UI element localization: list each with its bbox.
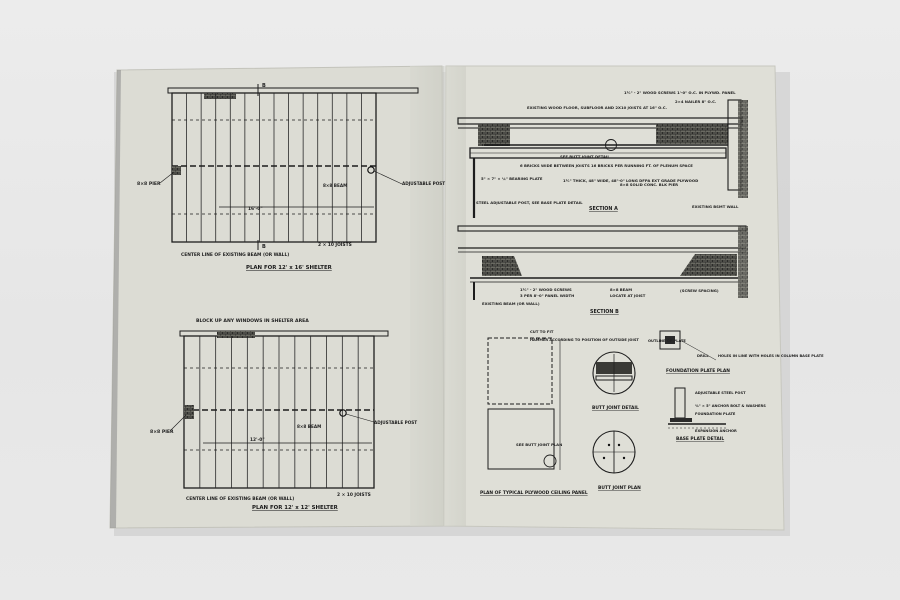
butt-joint-detail: BUTT JOINT DETAIL bbox=[592, 351, 639, 411]
post-label: ADJUSTABLE POST bbox=[374, 420, 417, 425]
note-anchor: EXPANSION ANCHOR bbox=[695, 429, 737, 433]
plan-12x16: B B 8×8 PIER 8×8 BEAM ADJUSTABLE POST 16… bbox=[137, 83, 445, 271]
note-screws: 1½" - 2" WOOD SCREWS 1'-0" O.C. IN PLYWD… bbox=[624, 90, 736, 95]
note-hammer: HAMMER ACCORDING TO POSITION OF OUTSIDE … bbox=[530, 338, 639, 342]
section-a-title: SECTION A bbox=[589, 206, 618, 212]
right-page bbox=[443, 65, 785, 531]
note-plate: 5" × 7" × ¼" BEARING PLATE bbox=[481, 176, 543, 181]
post-label: ADJUSTABLE POST bbox=[402, 181, 445, 186]
centerline-label: CENTER LINE OF EXISTING BEAM (OR WALL) bbox=[186, 496, 294, 502]
pier-label: 8×8 PIER bbox=[150, 429, 174, 435]
dimension-label: 16'-0" bbox=[248, 206, 263, 212]
note-holes: HOLES IN LINE WITH HOLES IN COLUMN BASE … bbox=[718, 354, 824, 358]
note-spacing: (SCREW SPACING) bbox=[680, 288, 719, 293]
centerline-label: CENTER LINE OF EXISTING BEAM (OR WALL) bbox=[181, 252, 289, 258]
note-post: ADJUSTABLE STEEL POST bbox=[695, 391, 746, 395]
note-joist: LOCATE AT JOIST bbox=[610, 293, 646, 298]
plywood-panel-plan: CUT TO FIT HAMMER ACCORDING TO POSITION … bbox=[480, 329, 639, 496]
foundation-plate-plan: OUTLINE OF PLATE DRILL HOLES IN LINE WIT… bbox=[648, 330, 824, 374]
section-b-title: SECTION B bbox=[590, 309, 619, 315]
dimension-label: 12'-0" bbox=[250, 437, 265, 443]
beam-label: 8×8 BEAM bbox=[297, 424, 321, 429]
note-screws: 1½" - 2" WOOD SCREWS bbox=[520, 287, 572, 292]
butt-plan-title: BUTT JOINT PLAN bbox=[598, 485, 641, 491]
post-marker-icon bbox=[367, 166, 375, 174]
base-plate-title: BASE PLATE DETAIL bbox=[676, 436, 724, 442]
note-drill: DRILL bbox=[697, 354, 709, 358]
grid-mark-top: B bbox=[262, 83, 266, 89]
panel-title: PLAN OF TYPICAL PLYWOOD CEILING PANEL bbox=[480, 490, 588, 496]
note-outline: OUTLINE OF PLATE bbox=[648, 339, 686, 343]
left-page bbox=[109, 65, 445, 529]
note-width: 3 PER 8'-0" PANEL WIDTH bbox=[520, 293, 574, 298]
note-butt: SEE BUTT JOINT DETAIL bbox=[560, 154, 610, 159]
note-post: STEEL ADJUSTABLE POST, SEE BASE PLATE DE… bbox=[476, 200, 583, 205]
windows-note: BLOCK UP ANY WINDOWS IN SHELTER AREA bbox=[196, 318, 309, 324]
butt-joint-plan: BUTT JOINT PLAN bbox=[592, 430, 641, 491]
note-plywood: 1½" THICK, 48" WIDE, 48"-0" LONG DFPA EX… bbox=[563, 178, 698, 183]
butt-detail-title: BUTT JOINT DETAIL bbox=[592, 405, 639, 411]
plan-b-title: PLAN FOR 12' x 12' SHELTER bbox=[252, 505, 339, 511]
note-wall: EXISTING BSMT WALL bbox=[692, 204, 739, 209]
pier-label: 8×8 PIER bbox=[137, 181, 161, 187]
note-nailer: 2×4 NAILER 8" O.C. bbox=[675, 99, 717, 104]
section-b: 1½" - 2" WOOD SCREWS 3 PER 8'-0" PANEL W… bbox=[457, 225, 748, 315]
beam-label: 8×8 BEAM bbox=[323, 183, 347, 188]
brick-block-icon bbox=[204, 93, 236, 99]
note-block: 8×8 SOLID CONC. BLK PIER bbox=[620, 182, 678, 187]
plan-12x12: 8×8 PIER 8×8 BEAM ADJUSTABLE POST 12'-0"… bbox=[150, 330, 417, 511]
foundation-title: FOUNDATION PLATE PLAN bbox=[666, 368, 730, 374]
note-butt-plan: SEE BUTT JOINT PLAN bbox=[516, 442, 562, 447]
note-beam: 8×8 BEAM bbox=[610, 287, 632, 292]
section-a: 1½" - 2" WOOD SCREWS 1'-0" O.C. IN PLYWD… bbox=[457, 90, 748, 218]
joists-label: 2 × 10 JOISTS bbox=[337, 492, 371, 498]
post-marker-icon bbox=[339, 409, 347, 417]
note-existing: EXISTING BEAM (OR WALL) bbox=[482, 301, 540, 306]
brick-block-icon bbox=[217, 331, 255, 338]
note-cut: CUT TO FIT bbox=[530, 329, 554, 334]
note-floor: EXISTING WOOD FLOOR, SUBFLOOR AND 2X10 J… bbox=[527, 105, 667, 110]
plan-a-title: PLAN FOR 12' x 16' SHELTER bbox=[246, 265, 333, 271]
base-plate-detail: ADJUSTABLE STEEL POST ⅜" × 5" ANCHOR BOL… bbox=[668, 387, 766, 442]
grid-mark-bottom: B bbox=[262, 244, 266, 250]
note-bricks: 6 BRICKS WIDE BETWEEN JOISTS 16 BRICKS P… bbox=[520, 163, 693, 168]
note-plate: FOUNDATION PLATE bbox=[695, 412, 736, 416]
note-bolt: ⅜" × 5" ANCHOR BOLT & WASHERS bbox=[695, 404, 766, 408]
joists-label: 2 × 10 JOISTS bbox=[318, 242, 352, 248]
